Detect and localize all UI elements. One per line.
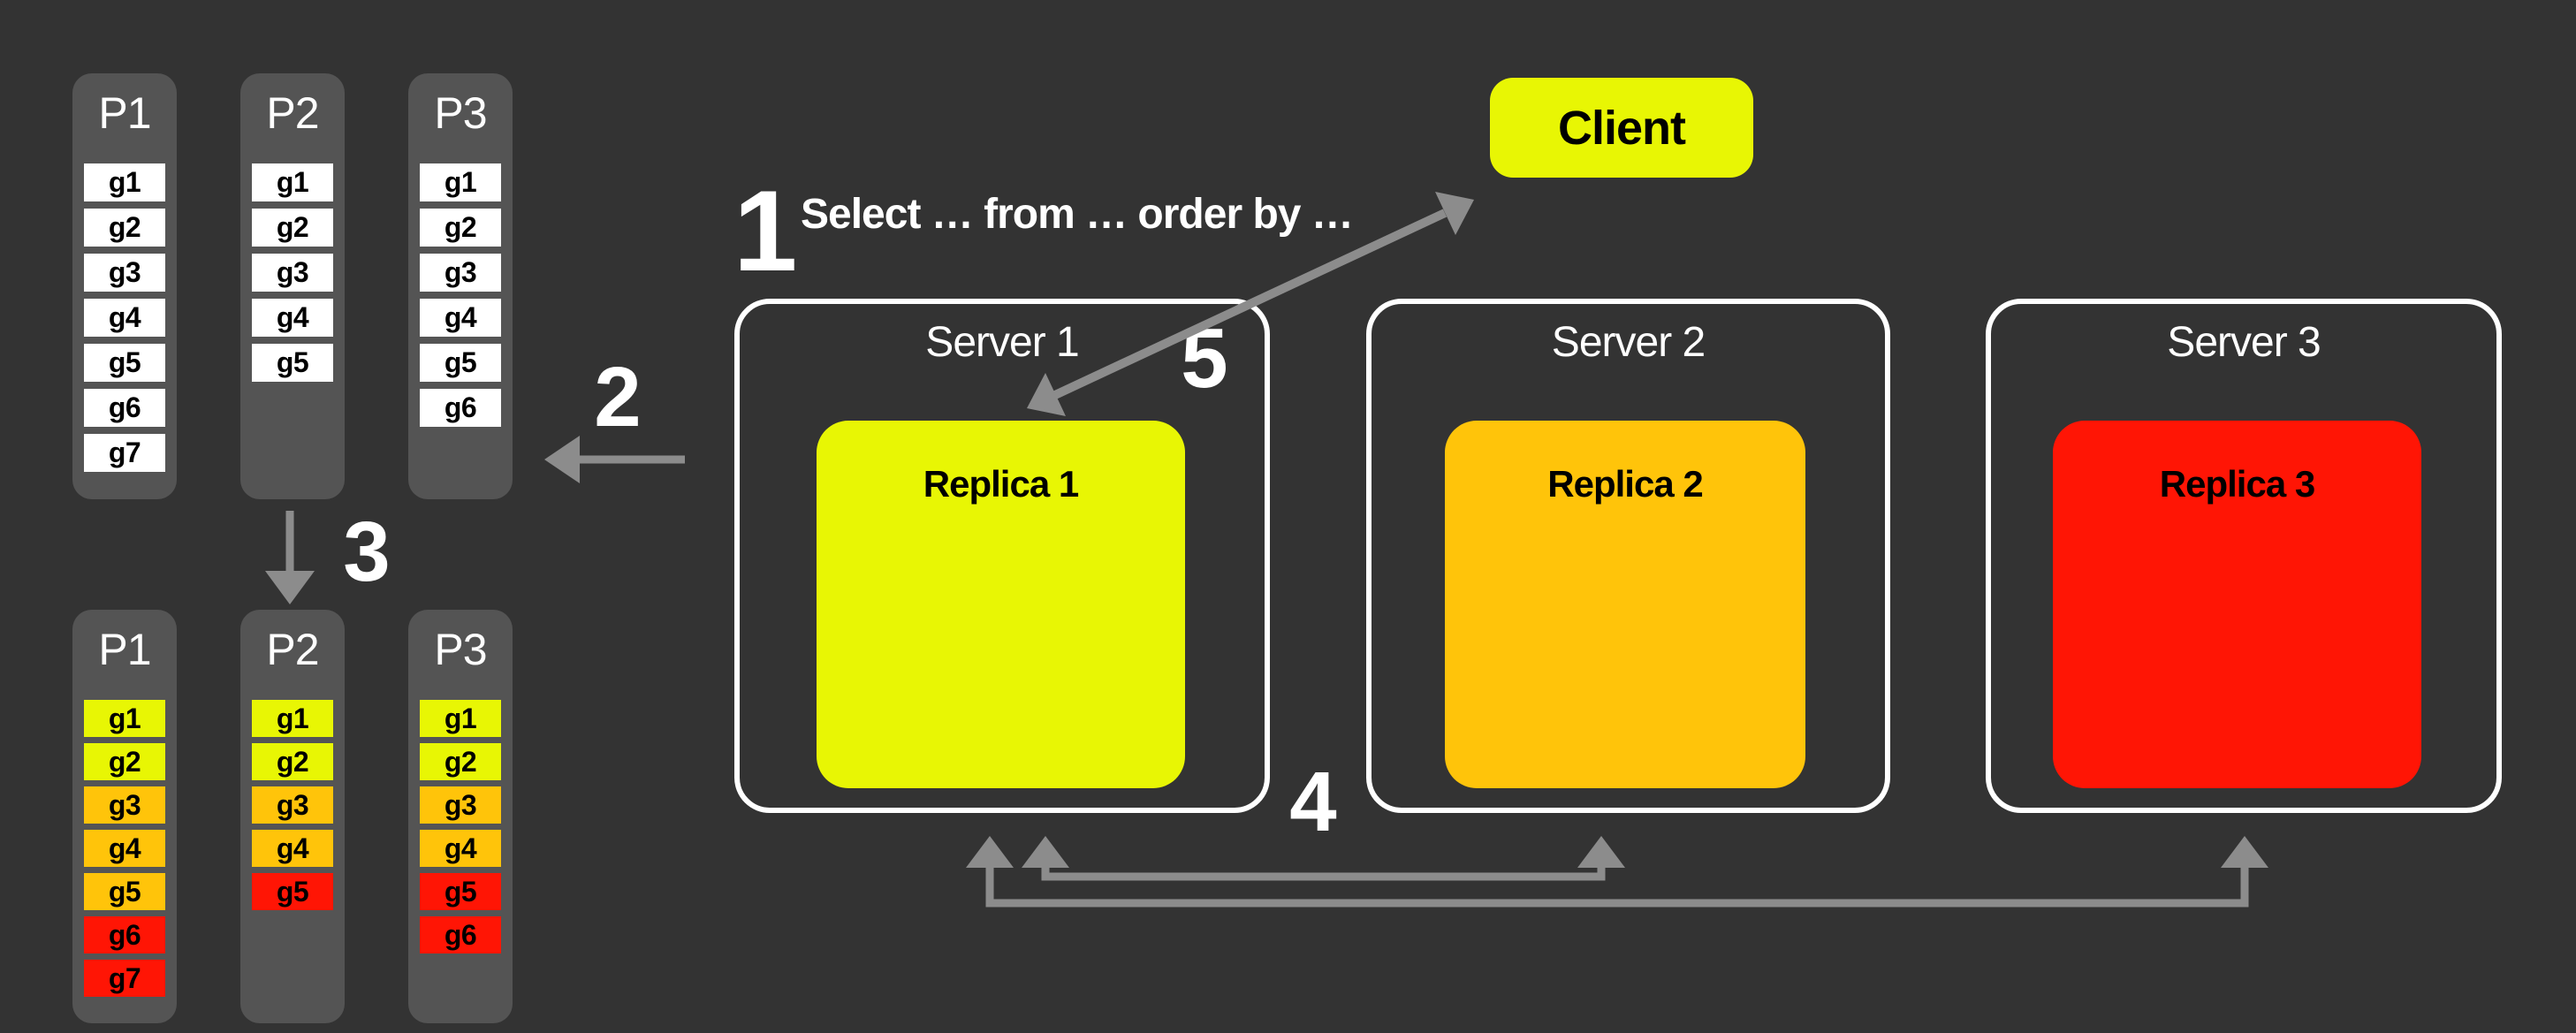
partition-column-colored-p2: P2 g1 g2 g3 g4 g5 <box>240 610 345 1023</box>
server-2-title: Server 2 <box>1551 319 1706 366</box>
partition-column-label: P1 <box>98 625 151 674</box>
replica-2-box: Replica 2 <box>1445 421 1805 788</box>
partition-cell-plain-p1-g6: g6 <box>84 389 165 427</box>
partition-cell-plain-p1-g7: g7 <box>84 434 165 472</box>
partition-column-colored-p1: P1 g1 g2 g3 g4 g5 g6 g7 <box>72 610 177 1023</box>
partition-cell-plain-p1-g5: g5 <box>84 344 165 382</box>
partition-column-label: P1 <box>98 88 151 138</box>
partition-cell-colored-p1-g3: g3 <box>84 786 165 824</box>
partition-column-label: P3 <box>434 88 487 138</box>
partition-cell-colored-p3-g1: g1 <box>420 700 501 737</box>
partition-cell-colored-p1-g1: g1 <box>84 700 165 737</box>
partition-cell-colored-p1-g7: g7 <box>84 960 165 997</box>
client-box: Client <box>1490 78 1753 178</box>
partition-cell-colored-p2-g1: g1 <box>252 700 333 737</box>
partition-cell-colored-p2-g5: g5 <box>252 873 333 910</box>
partition-cell-colored-p3-g4: g4 <box>420 830 501 867</box>
partition-cell-plain-p1-g2: g2 <box>84 209 165 247</box>
partition-column-plain-p2: P2 g1 g2 g3 g4 g5 <box>240 73 345 499</box>
server-3-title: Server 3 <box>2167 319 2321 366</box>
server-2-box: Server 2 Replica 2 <box>1366 299 1890 813</box>
partition-column-plain-p1: P1 g1 g2 g3 g4 g5 g6 g7 <box>72 73 177 499</box>
replica-3-label: Replica 3 <box>2159 463 2315 505</box>
partition-column-label: P2 <box>266 88 319 138</box>
partition-cell-plain-p2-g2: g2 <box>252 209 333 247</box>
partition-cell-colored-p3-g6: g6 <box>420 916 501 953</box>
replica-1-box: Replica 1 <box>817 421 1185 788</box>
client-label: Client <box>1557 101 1686 155</box>
partition-column-colored-p3: P3 g1 g2 g3 g4 g5 g6 <box>408 610 513 1023</box>
partition-cell-plain-p3-g6: g6 <box>420 389 501 427</box>
replication-arrow-server1-server3 <box>966 836 2268 908</box>
partition-cell-plain-p2-g1: g1 <box>252 163 333 201</box>
partition-cell-plain-p1-g1: g1 <box>84 163 165 201</box>
partition-cell-colored-p1-g6: g6 <box>84 916 165 953</box>
step-1-label: 1 <box>733 166 797 295</box>
partition-cell-colored-p2-g2: g2 <box>252 743 333 780</box>
server-1-box: Server 1 Replica 1 <box>734 299 1270 813</box>
partition-cell-colored-p1-g4: g4 <box>84 830 165 867</box>
partition-cell-plain-p3-g5: g5 <box>420 344 501 382</box>
partition-cell-colored-p2-g4: g4 <box>252 830 333 867</box>
partition-cell-plain-p1-g4: g4 <box>84 299 165 337</box>
replica-1-label: Replica 1 <box>923 463 1079 505</box>
replica-3-box: Replica 3 <box>2053 421 2421 788</box>
partition-cell-colored-p3-g3: g3 <box>420 786 501 824</box>
partition-cell-plain-p3-g4: g4 <box>420 299 501 337</box>
partition-cell-plain-p2-g3: g3 <box>252 254 333 292</box>
partition-cell-colored-p2-g3: g3 <box>252 786 333 824</box>
partition-cell-colored-p1-g2: g2 <box>84 743 165 780</box>
step3-down-arrow <box>265 511 315 604</box>
step-4-label: 4 <box>1289 755 1336 849</box>
partition-cell-colored-p1-g5: g5 <box>84 873 165 910</box>
partition-column-plain-p3: P3 g1 g2 g3 g4 g5 g6 <box>408 73 513 499</box>
server-1-title: Server 1 <box>925 319 1079 366</box>
partition-cell-plain-p2-g5: g5 <box>252 344 333 382</box>
step-2-label: 2 <box>594 350 641 444</box>
replica-2-label: Replica 2 <box>1547 463 1703 505</box>
partition-column-label: P3 <box>434 625 487 674</box>
partition-cell-plain-p3-g1: g1 <box>420 163 501 201</box>
partition-cell-colored-p3-g2: g2 <box>420 743 501 780</box>
partition-cell-plain-p3-g3: g3 <box>420 254 501 292</box>
partition-cell-plain-p1-g3: g3 <box>84 254 165 292</box>
server-3-box: Server 3 Replica 3 <box>1986 299 2502 813</box>
query-text: Select … from … order by … <box>801 191 1354 238</box>
partition-column-label: P2 <box>266 625 319 674</box>
partition-cell-colored-p3-g5: g5 <box>420 873 501 910</box>
partition-cell-plain-p2-g4: g4 <box>252 299 333 337</box>
step-3-label: 3 <box>343 505 390 599</box>
partition-cell-plain-p3-g2: g2 <box>420 209 501 247</box>
